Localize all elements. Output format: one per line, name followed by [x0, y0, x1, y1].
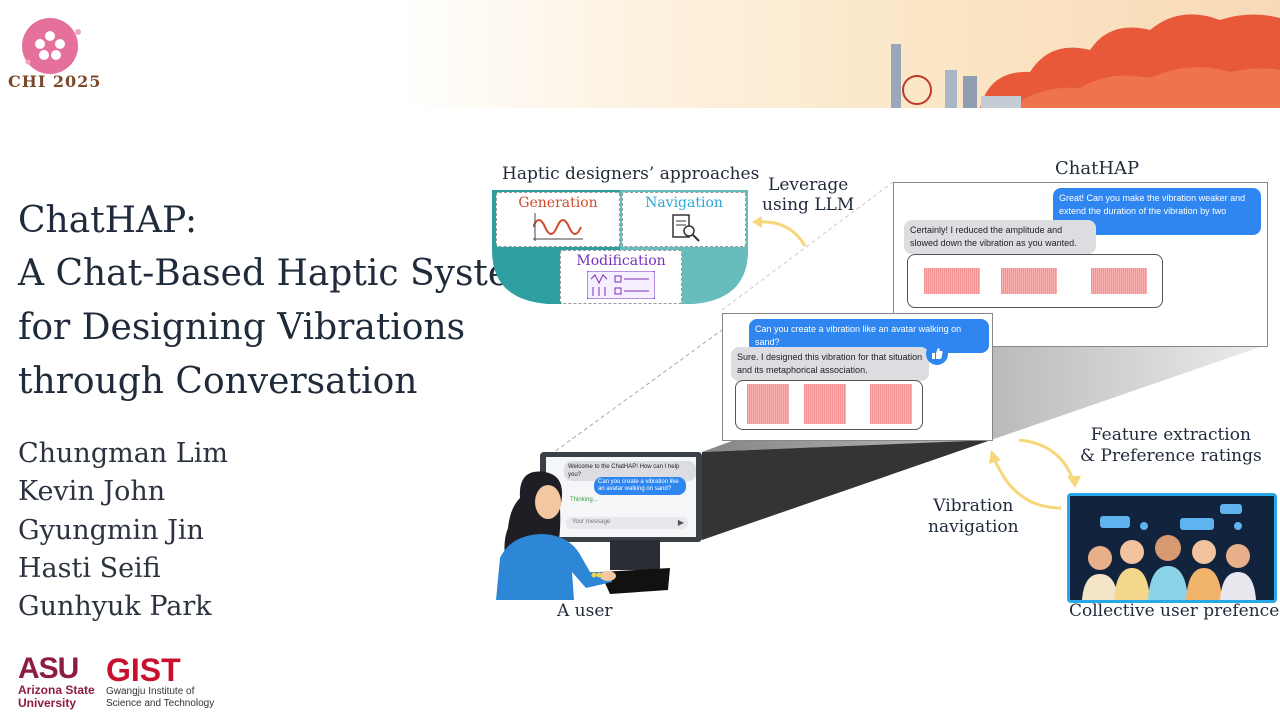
sine-wave-icon	[533, 213, 583, 241]
message-input[interactable]: Your message ▶	[566, 517, 688, 529]
vibration-segment	[1001, 268, 1057, 294]
gist-mark: GIST	[106, 652, 181, 688]
gist-name: Gwangju Institute of Science and Technol…	[106, 686, 215, 709]
author: Gunhyuk Park	[18, 591, 212, 622]
modification-box: Modification	[560, 250, 682, 304]
collective-preferences-label: Collective user prefences	[1069, 601, 1280, 621]
user-label: A user	[557, 601, 613, 621]
asu-logo: ASU Arizona State University	[18, 654, 95, 710]
asu-mark: ASU	[18, 652, 79, 685]
vibration-segment	[1091, 268, 1147, 294]
chathap-title: ChatHAP	[1055, 158, 1140, 179]
crowd-illustration	[1067, 493, 1277, 603]
thumbs-up-icon	[926, 343, 948, 365]
approaches-title: Haptic designers’ approaches	[502, 164, 760, 184]
send-icon[interactable]: ▶	[677, 518, 684, 527]
document-search-icon	[672, 214, 700, 242]
vibration-segment	[870, 384, 912, 424]
conference-name: CHI 2025	[8, 72, 102, 91]
title-line-2: A Chat-Based Haptic System	[18, 253, 544, 294]
curved-arrow-icon	[752, 216, 807, 247]
author: Chungman Lim	[18, 438, 228, 469]
navigation-label: Navigation	[645, 195, 723, 211]
leverage-llm-label: Leverage using LLM	[762, 175, 855, 215]
author: Kevin John	[18, 476, 166, 507]
generation-label: Generation	[518, 195, 598, 211]
chi-cherry-blossom-logo	[22, 18, 81, 74]
message-input-placeholder: Your message	[572, 519, 611, 525]
projection-dashed-lines	[549, 181, 894, 456]
title-line-1: ChatHAP:	[18, 200, 198, 241]
vibration-segment	[804, 384, 846, 424]
thinking-indicator: Thinking...	[570, 497, 598, 503]
navigation-box: Navigation	[622, 192, 746, 247]
yokohama-skyline-illustration	[980, 14, 1280, 108]
chathap-first-chat-panel: Can you create a vibration like an avata…	[722, 313, 993, 441]
user-illustration	[496, 471, 616, 600]
modification-label: Modification	[576, 253, 666, 269]
vibration-segment	[924, 268, 980, 294]
assistant-message-bubble: Certainly! I reduced the amplitude and s…	[904, 220, 1096, 254]
title-line-3: for Designing Vibrations	[18, 307, 466, 348]
curved-arrow-icon	[1018, 438, 1081, 488]
asu-name: Arizona State University	[18, 683, 95, 710]
monitor-stand	[600, 540, 670, 594]
vibration-segment	[747, 384, 789, 424]
vibration-waveform-display	[907, 254, 1163, 308]
welcome-message: Welcome to the ChatHAP! How can I help y…	[564, 461, 696, 481]
title-line-4: through Conversation	[18, 361, 418, 402]
monitor-screen: Welcome to the ChatHAP! How can I help y…	[546, 457, 696, 537]
vibration-waveform-display	[735, 380, 923, 430]
people-icon	[1082, 504, 1256, 600]
vibration-navigation-label: Vibration navigation	[928, 496, 1019, 537]
skyline-buildings	[891, 44, 1021, 108]
generation-box: Generation	[496, 192, 620, 247]
editor-sliders-icon	[587, 271, 655, 299]
gist-logo: GIST Gwangju Institute of Science and Te…	[106, 654, 214, 710]
user-message-bubble: Can you create a vibration like an avata…	[594, 477, 686, 495]
assistant-message-bubble: Sure. I designed this vibration for that…	[731, 347, 929, 381]
curved-arrow-icon	[989, 450, 1062, 510]
author: Hasti Seifi	[18, 553, 161, 584]
author: Gyungmin Jin	[18, 515, 204, 546]
feature-extraction-label: Feature extraction & Preference ratings	[1080, 425, 1262, 466]
